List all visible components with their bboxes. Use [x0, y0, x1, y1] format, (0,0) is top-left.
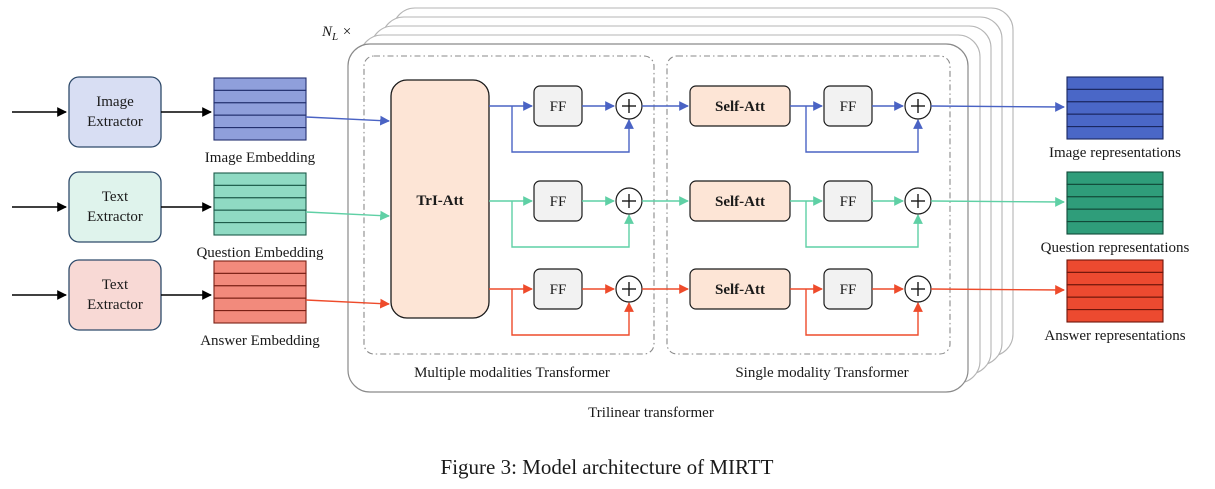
answer-to-output-arrow: [930, 285, 1065, 295]
image-residual-2-arrow: [805, 106, 923, 153]
question-embedding-stack: [213, 172, 307, 236]
question-residual-2-arrow: [805, 201, 923, 248]
answer-representation-label: Answer representations: [1044, 328, 1185, 344]
answer-residual-2-arrow: [805, 289, 923, 336]
single-modality-label: Single modality Transformer: [735, 365, 908, 381]
answer-representation-stack-bar-1: [1066, 259, 1164, 273]
answer-representation-stack-bar-4: [1066, 296, 1164, 311]
answer-extractor-line2: Extractor: [87, 297, 143, 313]
image-embedding-stack-bar-4: [213, 114, 307, 129]
image-embedding-stack-bar-2: [213, 89, 307, 104]
trilinear-transformer-label: Trilinear transformer: [588, 405, 714, 421]
question-ff-1-label: FF: [550, 194, 567, 210]
trilinear-transformer-frame: [347, 43, 969, 393]
repeat-count-label: NL ×: [321, 24, 352, 43]
question-representation-stack-bar-2: [1066, 183, 1164, 198]
answer-extractor-box: [68, 259, 162, 331]
answer-self-att-label: Self-Att: [715, 282, 765, 298]
tri-att-block: [390, 79, 490, 319]
answer-representation-stack: [1066, 259, 1164, 323]
question-extractor-line2: Extractor: [87, 209, 143, 225]
question-representation-stack-bar-4: [1066, 208, 1164, 223]
multiple-modalities-frame: [363, 55, 655, 355]
answer-embedding-label: Answer Embedding: [200, 333, 320, 349]
answer-ff-1-label: FF: [550, 282, 567, 298]
question-to-output-arrow: [930, 197, 1065, 207]
image-representation-stack-bar-1: [1066, 76, 1164, 90]
question-representation-label: Question representations: [1041, 240, 1190, 256]
question-embedding-stack-bar-3: [213, 197, 307, 211]
image-representation-label: Image representations: [1049, 145, 1181, 161]
answer-representation-stack-bar-5: [1066, 309, 1164, 323]
question-representation-stack: [1066, 171, 1164, 235]
question-ff-2-label: FF: [840, 194, 857, 210]
image-representation-stack-bar-5: [1066, 126, 1164, 140]
question-representation-stack-bar-1: [1066, 171, 1164, 185]
multiple-modalities-label: Multiple modalities Transformer: [414, 365, 610, 381]
image-representation-stack-bar-4: [1066, 113, 1164, 128]
image-ff-1-label: FF: [550, 99, 567, 115]
answer-representation-stack-bar-3: [1066, 284, 1164, 298]
single-modality-frame: [666, 55, 951, 355]
question-extractor-box: [68, 171, 162, 243]
image-representation-stack: [1066, 76, 1164, 140]
answer-embedding-stack: [213, 260, 307, 324]
answer-embedding-stack-bar-3: [213, 285, 307, 299]
question-extractor-line1: Text: [102, 189, 129, 205]
question-representation-stack-bar-3: [1066, 196, 1164, 210]
question-embedding-stack-bar-5: [213, 222, 307, 236]
image-representation-stack-bar-3: [1066, 101, 1164, 115]
question-embedding-stack-bar-2: [213, 184, 307, 199]
image-ff-2-label: FF: [840, 99, 857, 115]
answer-embedding-stack-bar-1: [213, 260, 307, 274]
image-to-tri-att-arrow: [305, 115, 390, 126]
figure-caption: Figure 3: Model architecture of MIRTT: [441, 455, 774, 479]
tri-att-label: TrI-Att: [416, 193, 463, 209]
answer-embedding-stack-bar-5: [213, 310, 307, 324]
image-embedding-label: Image Embedding: [205, 150, 316, 166]
question-self-att-label: Self-Att: [715, 194, 765, 210]
image-to-output-arrow: [930, 102, 1065, 112]
image-extractor-line1: Image: [96, 94, 134, 110]
image-residual-1-arrow: [511, 106, 634, 153]
question-representation-stack-bar-5: [1066, 221, 1164, 235]
question-to-tri-att-arrow: [305, 210, 390, 221]
answer-residual-1-arrow: [511, 289, 634, 336]
answer-to-tri-att-arrow: [305, 298, 390, 309]
answer-embedding-stack-bar-2: [213, 272, 307, 287]
question-embedding-stack-bar-1: [213, 172, 307, 186]
answer-ff-2-label: FF: [840, 282, 857, 298]
image-extractor-box: [68, 76, 162, 148]
image-embedding-stack-bar-3: [213, 102, 307, 116]
question-residual-1-arrow: [511, 201, 634, 248]
answer-embedding-stack-bar-4: [213, 297, 307, 312]
answer-representation-stack-bar-2: [1066, 271, 1164, 286]
image-embedding-stack: [213, 77, 307, 141]
question-embedding-stack-bar-4: [213, 209, 307, 224]
image-embedding-stack-bar-1: [213, 77, 307, 91]
answer-extractor-line1: Text: [102, 277, 129, 293]
image-embedding-stack-bar-5: [213, 127, 307, 141]
image-self-att-label: Self-Att: [715, 99, 765, 115]
image-extractor-line2: Extractor: [87, 114, 143, 130]
image-representation-stack-bar-2: [1066, 88, 1164, 103]
question-embedding-label: Question Embedding: [196, 245, 324, 261]
